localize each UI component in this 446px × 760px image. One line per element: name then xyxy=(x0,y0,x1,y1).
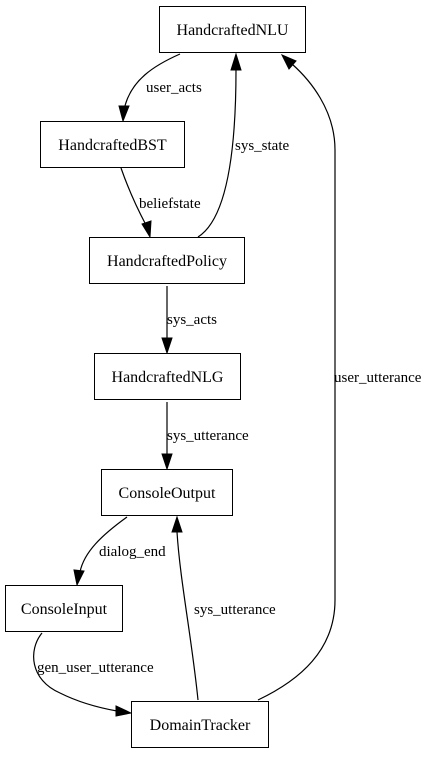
edge-line xyxy=(257,63,336,701)
arrowhead xyxy=(171,515,183,533)
node-box xyxy=(5,585,123,632)
arrowhead xyxy=(161,337,173,355)
node-handcrafted-bst: HandcraftedBST xyxy=(40,121,185,168)
node-label: HandcraftedNLG xyxy=(112,369,224,386)
arrowhead xyxy=(115,705,133,717)
node-label: ConsoleInput xyxy=(21,601,108,618)
node-handcrafted-nlu: HandcraftedNLU xyxy=(159,6,306,53)
edge-label-user-acts: user_acts xyxy=(146,80,202,96)
edge-line xyxy=(123,53,181,111)
edge-label-beliefstate: beliefstate xyxy=(139,196,201,212)
node-label: ConsoleOutput xyxy=(119,485,216,502)
edge-line xyxy=(33,632,118,712)
edge-label-sys-state: sys_state xyxy=(235,138,290,154)
edge-label-sys-acts: sys_acts xyxy=(167,312,217,328)
edge-tracker-to-output xyxy=(171,515,199,701)
arrowhead xyxy=(73,569,85,587)
edge-line xyxy=(197,69,237,238)
edge-line xyxy=(79,516,128,573)
edge-label-dialog-end: dialog_end xyxy=(99,544,166,560)
node-label: HandcraftedPolicy xyxy=(107,253,227,270)
node-console-input: ConsoleInput xyxy=(5,585,123,632)
arrowhead xyxy=(230,52,242,71)
edge-bst-to-policy xyxy=(120,167,152,239)
edge-line xyxy=(120,167,147,226)
node-label: HandcraftedBST xyxy=(58,137,167,154)
node-box xyxy=(89,237,245,284)
node-domain-tracker: DomainTracker xyxy=(131,701,269,748)
arrowhead xyxy=(118,105,130,123)
node-label: HandcraftedNLU xyxy=(177,22,289,39)
arrowhead xyxy=(141,220,152,239)
edge-input-to-tracker xyxy=(33,632,133,717)
edge-label-gen-user-utterance: gen_user_utterance xyxy=(37,660,154,676)
node-handcrafted-policy: HandcraftedPolicy xyxy=(89,237,245,284)
node-console-output: ConsoleOutput xyxy=(101,469,233,516)
edge-nlu-to-bst xyxy=(118,53,181,123)
node-box xyxy=(101,469,233,516)
node-handcrafted-nlg: HandcraftedNLG xyxy=(94,353,241,400)
edge-output-to-input xyxy=(73,516,128,587)
edge-line xyxy=(176,531,199,701)
edge-nlg-to-output xyxy=(161,402,173,471)
node-box xyxy=(40,121,185,168)
node-box xyxy=(131,701,269,748)
node-label: DomainTracker xyxy=(150,717,251,734)
edge-tracker-to-nlu xyxy=(257,54,336,701)
edge-label-sys-utterance-tracker: sys_utterance xyxy=(194,602,276,618)
edge-policy-to-nlg xyxy=(161,286,173,355)
arrowhead xyxy=(280,54,297,70)
edge-label-user-utterance: user_utterance xyxy=(334,370,422,386)
edge-policy-to-nlu xyxy=(197,52,242,238)
node-box xyxy=(159,6,306,53)
arrowhead xyxy=(161,453,173,471)
edge-label-sys-utterance-nlg: sys_utterance xyxy=(167,428,249,444)
node-box xyxy=(94,353,241,400)
